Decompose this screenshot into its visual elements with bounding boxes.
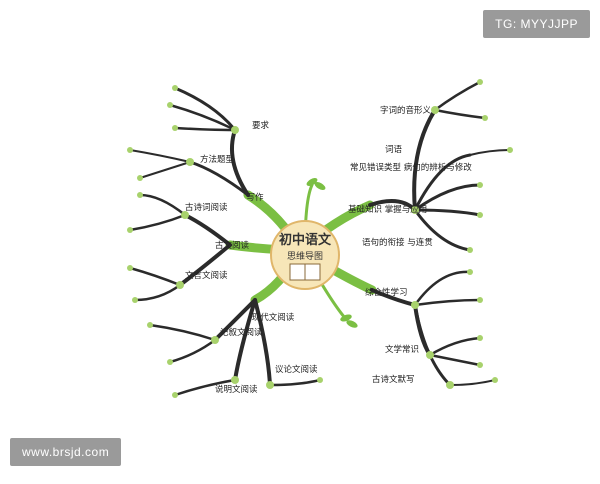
left-sub-label: 要求 [252, 120, 270, 131]
right-category-label: 综合性学习 [365, 287, 408, 298]
left-sub-label: 记叙文阅读 [220, 327, 263, 338]
left-sub-label: 古诗词阅读 [185, 202, 228, 213]
watermark-bottom: www.brsjd.com [10, 438, 122, 466]
right-sub-label: 常见错误类型 病句的辨析与修改 [350, 162, 472, 173]
right-category-label: 基础知识 掌握与应用 [348, 204, 427, 215]
left-sub-label: 说明文阅读 [215, 384, 258, 395]
center-node [270, 220, 340, 290]
left-sub-label: 文言文阅读 [185, 270, 228, 281]
right-category-line: 基础知识 掌握与应用 [348, 204, 427, 215]
left-category-label: 写作 [246, 192, 264, 203]
right-sub-label: 古诗文默写 [372, 374, 415, 385]
left-branches [128, 86, 322, 397]
right-sub-label: 文学常识 [385, 344, 419, 355]
right-sub-label: 词语 [385, 144, 403, 155]
left-category-label: 古文阅读 [215, 240, 250, 251]
center-subtitle: 思维导图 [287, 250, 323, 262]
leaf-nodes [127, 79, 513, 398]
right-branches [368, 80, 511, 387]
left-sub-label: 议论文阅读 [275, 364, 318, 375]
right-sub-label: 语句的衔接 与连贯 [362, 237, 433, 248]
right-sub-label: 字词的音形义 [380, 105, 432, 116]
left-sub-label: 方法题型 [200, 154, 235, 165]
twig-decoration [306, 178, 358, 328]
center-title: 初中语文 [279, 232, 332, 248]
watermark-top: TG: MYYJJPP [483, 10, 590, 38]
left-category-label: 现代文阅读 [252, 312, 295, 323]
